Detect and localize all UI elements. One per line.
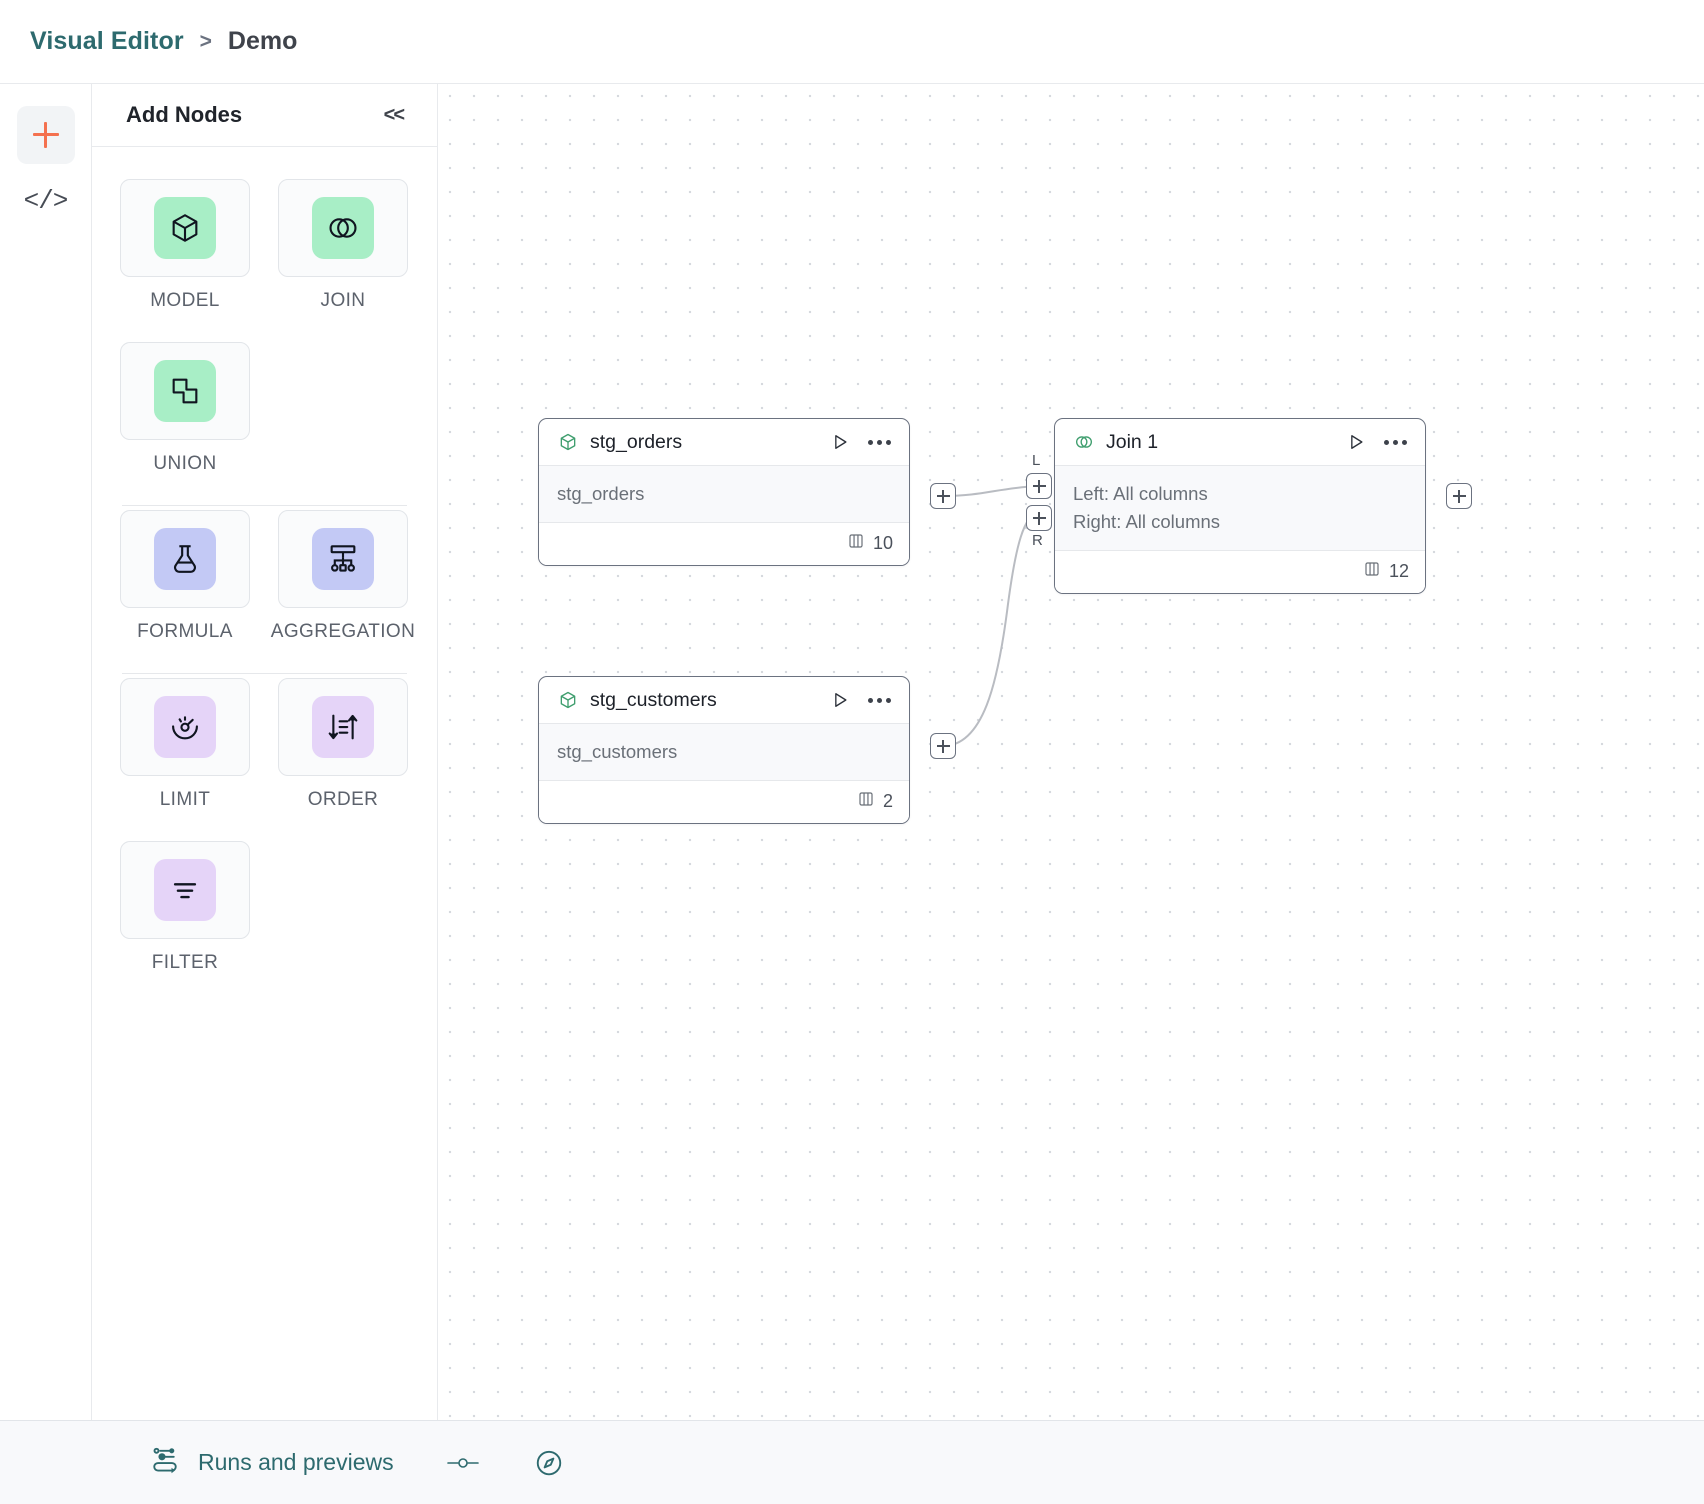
node-tile-union[interactable]: UNION [120, 342, 250, 475]
collapse-panel-button[interactable]: << [383, 103, 405, 126]
input-handle-join-left[interactable] [1026, 473, 1052, 499]
node-label: FILTER [151, 952, 219, 973]
canvas-node-stg-orders[interactable]: stg_orders stg_orders [538, 418, 910, 566]
more-icon[interactable] [1382, 436, 1409, 449]
canvas-node-stg-customers[interactable]: stg_customers stg_customers [538, 676, 910, 824]
node-header: stg_customers [539, 677, 909, 724]
gauge-icon [172, 716, 198, 740]
edge-customers-to-join [942, 511, 1039, 747]
add-nodes-panel: Add Nodes << [92, 84, 438, 1420]
sort-icon [328, 714, 358, 740]
node-tile-order[interactable]: ORDER [278, 678, 408, 811]
node-label: JOIN [320, 290, 366, 311]
columns-icon [1363, 560, 1381, 583]
node-label: LIMIT [159, 789, 211, 810]
hierarchy-icon [330, 545, 356, 572]
handle-label-right: R [1032, 532, 1043, 549]
panel-divider [122, 505, 407, 506]
compass-icon[interactable] [534, 1448, 564, 1478]
more-icon[interactable] [866, 694, 893, 707]
filter-lines-icon [173, 883, 197, 899]
breadcrumb-leaf[interactable]: Demo [227, 27, 298, 55]
cube-icon [557, 689, 579, 711]
app-header: Visual Editor > Demo [0, 0, 1704, 84]
node-body: Left: All columns Right: All columns [1055, 466, 1425, 551]
node-footer: 10 [539, 522, 909, 565]
node-body-line: stg_orders [557, 483, 645, 504]
node-group-transforms: FORMULA [120, 510, 415, 643]
breadcrumb-root[interactable]: Visual Editor [30, 27, 184, 55]
plus-icon [32, 122, 59, 148]
node-body: stg_customers [539, 724, 909, 781]
node-title: Join 1 [1106, 430, 1159, 453]
handle-label-left: L [1032, 452, 1041, 469]
flow-canvas[interactable]: stg_orders stg_orders [438, 84, 1704, 1420]
node-label: UNION [153, 453, 217, 474]
code-icon: </> [23, 186, 69, 216]
column-count: 2 [882, 791, 893, 812]
node-group-sources: MODEL JOIN [120, 179, 409, 475]
node-tile-formula[interactable]: FORMULA [120, 510, 250, 643]
venn-icon [329, 218, 357, 238]
app-body: </> Add Nodes << [0, 84, 1704, 1420]
node-tile-aggregation[interactable]: AGGREGATION [271, 510, 415, 643]
runs-and-previews-button[interactable]: Runs and previews [150, 1445, 394, 1480]
node-title: stg_orders [590, 430, 683, 453]
more-icon[interactable] [866, 436, 893, 449]
play-icon[interactable] [1346, 432, 1366, 452]
left-rail: </> [0, 84, 92, 1420]
node-body-line-right: Right: All columns [1073, 510, 1221, 532]
node-header: Join 1 [1055, 419, 1425, 466]
columns-icon [857, 790, 875, 813]
node-tile-limit[interactable]: LIMIT [120, 678, 250, 811]
venn-icon [1073, 431, 1095, 453]
plus-icon [936, 489, 950, 503]
breadcrumb-separator: > [199, 29, 212, 53]
node-label: FORMULA [137, 621, 233, 642]
plus-icon [1452, 489, 1466, 503]
add-nodes-body: MODEL JOIN [92, 147, 437, 1420]
canvas-node-join-1[interactable]: Join 1 Left: All columns Right: All colu… [1054, 418, 1426, 594]
node-footer: 2 [539, 780, 909, 823]
output-handle-stg-orders[interactable] [930, 483, 956, 509]
rail-code-button[interactable]: </> [17, 172, 75, 230]
node-title: stg_customers [590, 688, 717, 711]
node-tile-join[interactable]: JOIN [278, 179, 408, 312]
plus-icon [936, 739, 950, 753]
node-footer: 12 [1055, 550, 1425, 593]
node-label: AGGREGATION [270, 621, 416, 642]
node-tile-model[interactable]: MODEL [120, 179, 250, 312]
edge-orders-to-join [942, 485, 1039, 497]
runs-and-previews-label: Runs and previews [198, 1449, 394, 1475]
columns-icon [847, 532, 865, 555]
node-header: stg_orders [539, 419, 909, 466]
node-label: ORDER [307, 789, 379, 810]
plus-icon [1032, 479, 1046, 493]
column-count: 10 [872, 533, 893, 554]
flask-icon [174, 545, 196, 573]
app-footer: Runs and previews [0, 1420, 1704, 1504]
plus-icon [1032, 511, 1046, 525]
node-tile-filter[interactable]: FILTER [120, 841, 250, 974]
node-group-row-ops: LIMIT ORDER [120, 678, 409, 974]
node-label: MODEL [150, 290, 220, 311]
panel-title: Add Nodes [126, 102, 243, 127]
add-nodes-header: Add Nodes << [92, 84, 437, 147]
node-body: stg_orders [539, 466, 909, 523]
output-handle-stg-customers[interactable] [930, 733, 956, 759]
union-icon [172, 378, 198, 404]
slider-toggle-icon[interactable] [446, 1453, 480, 1473]
output-handle-join-1[interactable] [1446, 483, 1472, 509]
rail-add-button[interactable] [16, 106, 75, 164]
cube-icon [557, 431, 579, 453]
panel-divider [122, 673, 407, 674]
play-icon[interactable] [830, 690, 850, 710]
input-handle-join-right[interactable] [1026, 505, 1052, 531]
node-body-line: stg_customers [557, 741, 678, 762]
play-icon[interactable] [830, 432, 850, 452]
pipeline-icon [150, 1445, 180, 1480]
node-body-line-left: Left: All columns [1073, 483, 1208, 504]
cube-icon [172, 214, 198, 242]
column-count: 12 [1388, 561, 1409, 581]
